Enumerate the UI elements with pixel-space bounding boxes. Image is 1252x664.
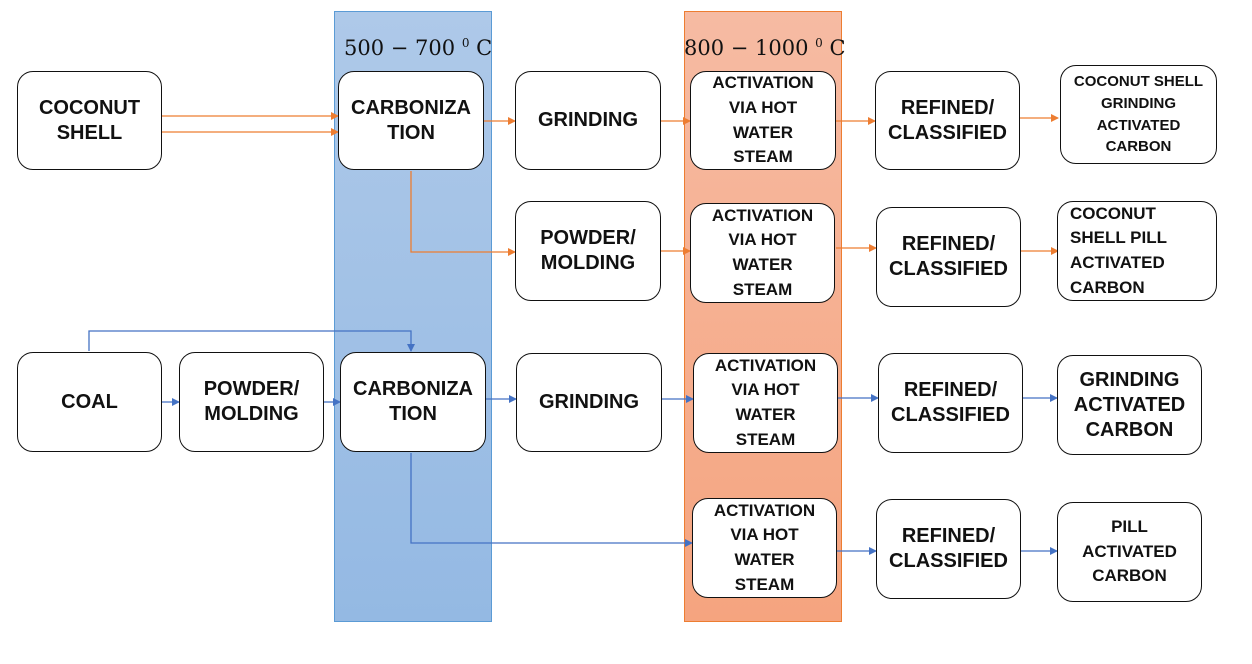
temp-value: 500 − 700 [344, 36, 456, 60]
temp-unit: C [469, 36, 493, 60]
refined-classified-node-2[interactable]: REFINED/ CLASSIFIED [876, 207, 1021, 307]
temp-unit: C [822, 36, 846, 60]
refined-classified-node-4[interactable]: REFINED/ CLASSIFIED [876, 499, 1021, 599]
activation-node-coal-pill[interactable]: ACTIVATION VIA HOT WATER STEAM [692, 498, 837, 598]
coal-node[interactable]: COAL [17, 352, 162, 452]
arrow-coal-bypass-to-carbonization [88, 330, 415, 352]
arrow-carbonization-to-powder [410, 171, 516, 256]
degree-sup: 0 [815, 36, 823, 50]
arrow-carbonization-to-activation-pill [410, 453, 693, 547]
degree-sup: 0 [461, 36, 470, 50]
carbonization-temp-label: 500 − 700 0 C [344, 36, 492, 60]
refined-classified-node-3[interactable]: REFINED/ CLASSIFIED [878, 353, 1023, 453]
temp-value: 800 − 1000 [684, 36, 809, 60]
powder-molding-node-coconut[interactable]: POWDER/ MOLDING [515, 201, 661, 301]
coconut-shell-node[interactable]: COCONUT SHELL [17, 71, 162, 170]
product-grinding-activated-carbon[interactable]: GRINDING ACTIVATED CARBON [1057, 355, 1202, 455]
activation-node-coal-grinding[interactable]: ACTIVATION VIA HOT WATER STEAM [693, 353, 838, 453]
carbonization-node-coconut[interactable]: CARBONIZA TION [338, 71, 484, 170]
product-coconut-shell-grinding-activated-carbon[interactable]: COCONUT SHELL GRINDING ACTIVATED CARBON [1060, 65, 1217, 164]
carbonization-node-coal[interactable]: CARBONIZA TION [340, 352, 486, 452]
activation-node-coconut-grinding[interactable]: ACTIVATION VIA HOT WATER STEAM [690, 71, 836, 170]
product-coconut-shell-pill-activated-carbon[interactable]: COCONUT SHELL PILL ACTIVATED CARBON [1057, 201, 1217, 301]
product-pill-activated-carbon[interactable]: PILL ACTIVATED CARBON [1057, 502, 1202, 602]
activation-temp-label: 800 − 1000 0 C [684, 36, 846, 60]
grinding-node-coal[interactable]: GRINDING [516, 353, 662, 452]
powder-molding-node-coal[interactable]: POWDER/ MOLDING [179, 352, 324, 452]
refined-classified-node-1[interactable]: REFINED/ CLASSIFIED [875, 71, 1020, 170]
activation-node-coconut-pill[interactable]: ACTIVATION VIA HOT WATER STEAM [690, 203, 835, 303]
grinding-node-coconut[interactable]: GRINDING [515, 71, 661, 170]
